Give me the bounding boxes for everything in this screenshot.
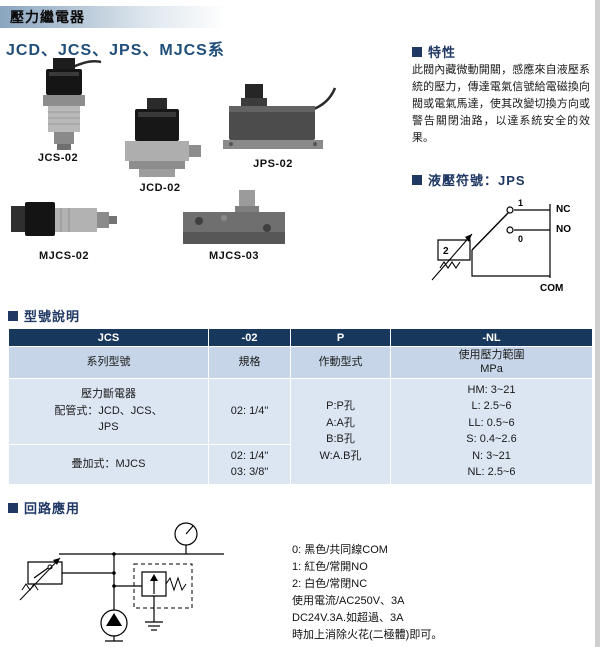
- series-title: JCD、JCS、JPS、MJCS系: [6, 42, 225, 59]
- product-label: JPS-02: [253, 158, 293, 170]
- features-heading: 特性: [412, 42, 456, 61]
- circuit-heading-label: 回路應用: [24, 501, 81, 516]
- table-row: 壓力斷電器 配管式：JCD、JCS、 JPS 02: 1/4" P:P孔 A:A…: [8, 377, 593, 485]
- product-mjcs-03: MJCS-03: [168, 188, 300, 262]
- com-label: COM: [540, 283, 563, 294]
- header-cell-port: P: [290, 328, 391, 347]
- subheader-action: 作動型式: [290, 346, 391, 379]
- model-heading-label: 型號說明: [24, 309, 81, 324]
- jps-02-photo: [222, 84, 336, 149]
- header-cell-size: -02: [208, 328, 291, 347]
- cell-series-piping: 壓力斷電器 配管式：JCD、JCS、 JPS: [8, 377, 209, 445]
- subheader-spec: 規格: [208, 346, 291, 379]
- product-jcs-02: JCS-02: [12, 52, 104, 164]
- cell-series-modular: 疊加式：MJCS: [8, 443, 209, 485]
- subheader-series: 系列型號: [8, 346, 209, 379]
- product-label: JCS-02: [37, 152, 79, 164]
- product-jcd-02: JCD-02: [112, 96, 208, 194]
- note-line: 使用電流/AC250V、3A: [292, 595, 405, 608]
- page-title-bar: 壓力繼電器: [0, 6, 228, 28]
- cell-spec-piping: 02: 1/4": [208, 377, 291, 445]
- header-cell-pressure: -NL: [390, 328, 593, 347]
- circuit-section-heading: 回路應用: [8, 498, 80, 517]
- table-row: 疊加式：MJCS 02: 1/4" 03: 3/8": [8, 443, 593, 485]
- contact-1-label: 1: [518, 198, 523, 208]
- product-mjcs-02: MJCS-02: [8, 192, 120, 262]
- symbol-heading-label: 液壓符號：JPS: [428, 173, 526, 188]
- cell-pressure-range: HM: 3~21 L: 2.5~6 LL: 0.5~6 S: 0.4~2.6 N…: [390, 377, 593, 485]
- mjcs-02-photo: [11, 202, 117, 236]
- contact-0-label: 0: [518, 234, 523, 244]
- table-subheader-row: 系列型號 規格 作動型式 使用壓力範圍 MPa: [8, 346, 593, 379]
- features-heading-label: 特性: [428, 45, 457, 60]
- subheader-pressure: 使用壓力範圍 MPa: [390, 346, 593, 379]
- mjcs-03-photo: [183, 190, 285, 244]
- nc-label: NC: [556, 204, 570, 215]
- header-cell-series: JCS: [8, 328, 209, 347]
- model-code-table: JCS -02 P -NL 系列型號 規格 作動型式 使用壓力範圍 MPa 壓力…: [8, 328, 593, 485]
- product-label: JCD-02: [139, 182, 181, 194]
- product-label: MJCS-02: [39, 250, 89, 262]
- circuit-notes: 0: 黑色/共同線COM 1: 紅色/常開NO 2: 白色/常閉NC 使用電流/…: [292, 542, 442, 644]
- jcd-02-photo: [124, 98, 201, 177]
- page-title: 壓力繼電器: [10, 9, 85, 25]
- no-label: NO: [556, 224, 571, 235]
- note-line: DC24V.3A.如超過、3A: [292, 612, 404, 625]
- note-line: 2: 白色/常閉NC: [292, 578, 368, 591]
- cell-action-type: P:P孔 A:A孔 B:B孔 W:A.B孔: [290, 377, 391, 485]
- features-text: 此閥內藏微動開關，感應來自液壓系統的壓力，傳達電氣信號給電磁換向閥或電氣馬達，使…: [412, 64, 590, 145]
- product-label: MJCS-03: [209, 250, 259, 262]
- note-line: 0: 黑色/共同線COM: [292, 544, 388, 556]
- section-marker-icon: [8, 310, 18, 321]
- section-marker-icon: [8, 502, 18, 513]
- note-line: 1: 紅色/常開NO: [292, 561, 368, 574]
- table-header-row: JCS -02 P -NL: [8, 328, 593, 347]
- cell-spec-modular: 02: 1/4" 03: 3/8": [208, 443, 291, 485]
- circuit-application-diagram: [14, 514, 284, 644]
- jps-hydraulic-symbol-diagram: 1 0 2 NC NO COM: [428, 198, 571, 294]
- product-jps-02: JPS-02: [210, 76, 336, 170]
- jcs-02-photo: [43, 58, 102, 150]
- position-2-label: 2: [443, 246, 449, 257]
- section-marker-icon: [412, 174, 422, 185]
- section-marker-icon: [412, 46, 422, 57]
- symbol-heading: 液壓符號：JPS: [412, 170, 526, 189]
- page-edge-strip: [595, 0, 600, 647]
- model-section-heading: 型號說明: [8, 306, 80, 325]
- note-line: 時加上消除火花(二極體)即可。: [292, 629, 443, 642]
